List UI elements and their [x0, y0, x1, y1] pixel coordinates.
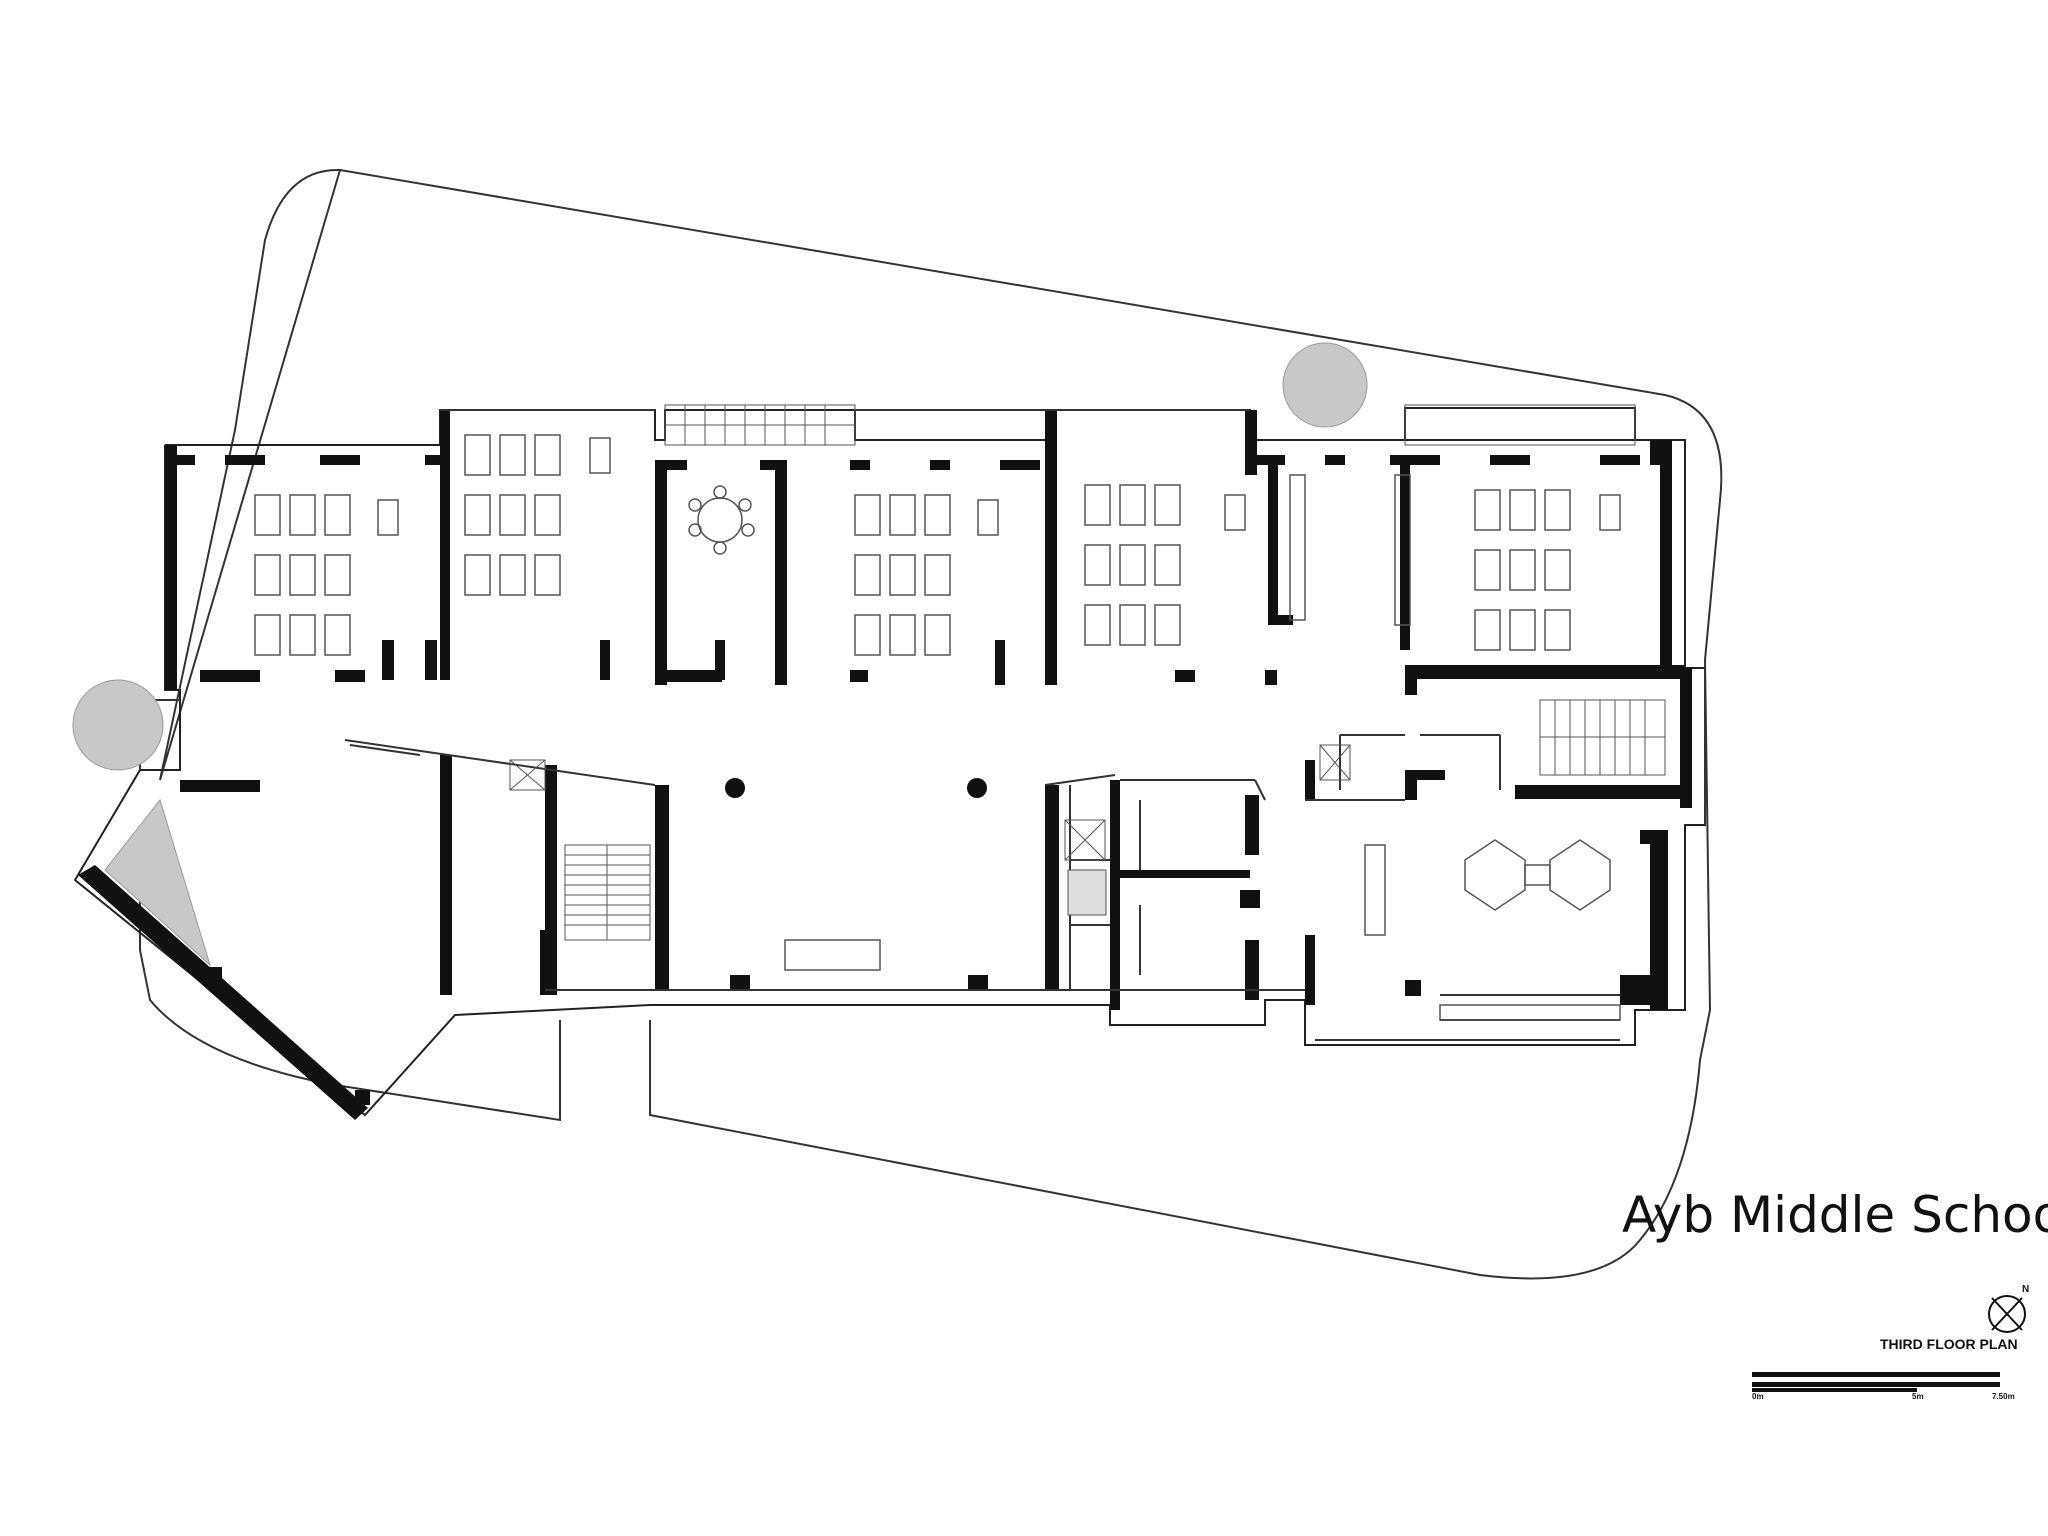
scale-bar-icon [1752, 1372, 2000, 1392]
scale-label-end: 7.50m [1992, 1392, 2015, 1401]
scale-label-mid: 5m [1912, 1392, 1924, 1401]
north-label: N [2022, 1284, 2030, 1295]
plan-title: THIRD FLOOR PLAN [1880, 1336, 2018, 1352]
thin-lines [139, 409, 1706, 1041]
desks [254, 434, 1621, 1021]
school-name: Ayb Middle School [1622, 1186, 2048, 1244]
scale-label-start: 0m [1752, 1392, 1764, 1401]
planting [72, 342, 1368, 967]
walls [78, 410, 1692, 1120]
stairs [564, 699, 1666, 941]
site-outline [139, 168, 1723, 1280]
north-arrow-icon [1988, 1295, 2026, 1333]
hatch-panels [509, 404, 1636, 916]
